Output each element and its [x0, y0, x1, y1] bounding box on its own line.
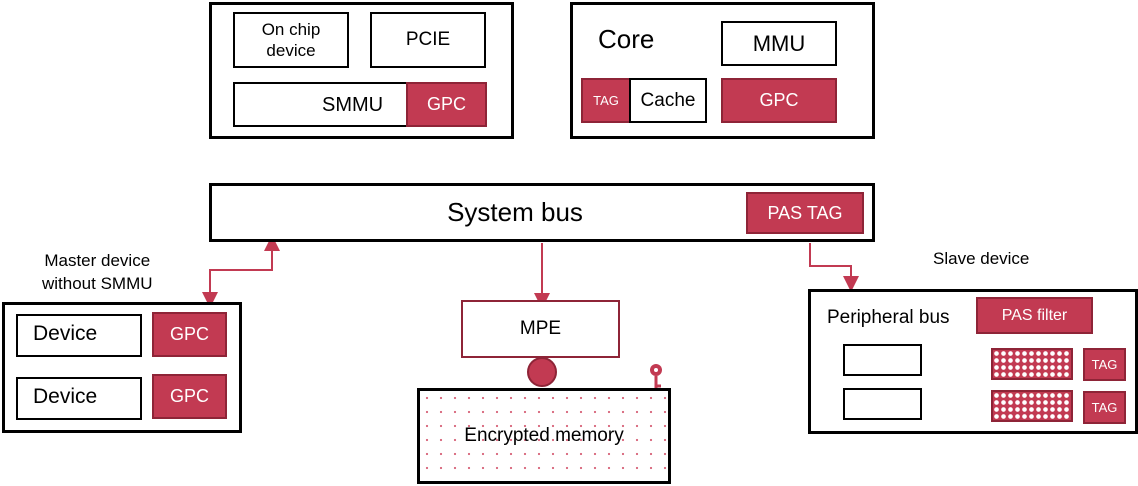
- system-bus-label: System bus: [447, 197, 583, 227]
- peripheral-bus-label: Peripheral bus: [827, 307, 950, 328]
- mpe-box: MPE: [461, 300, 620, 358]
- mmu-box: MMU: [721, 21, 837, 66]
- master-device-2: [16, 377, 142, 420]
- core-gpc-box: GPC: [721, 78, 837, 123]
- mpe-connector-node: [527, 357, 557, 387]
- master-caption: Master device without SMMU: [42, 251, 153, 293]
- on-chip-device-box: On chip device: [233, 12, 349, 68]
- cache-box: Cache: [629, 78, 707, 123]
- slave-tag-2: TAG: [1083, 391, 1126, 424]
- mmu-label: MMU: [752, 30, 806, 56]
- slave-caption: Slave device: [933, 249, 1030, 268]
- slave-slot-1: [843, 344, 922, 376]
- slave-tag-2-label: TAG: [1091, 400, 1118, 415]
- slave-protected-region-1: [991, 348, 1073, 380]
- slave-tag-1: TAG: [1083, 348, 1126, 381]
- smmu-label: SMMU: [322, 94, 384, 116]
- on-chip-device-label: On chip device: [261, 20, 321, 60]
- pas-tag-box: PAS TAG: [746, 192, 864, 234]
- pas-tag-label: PAS TAG: [767, 202, 843, 223]
- bus-to-slave-arrow: [809, 243, 859, 292]
- master-device-2-gpc-label: GPC: [169, 386, 209, 406]
- encrypted-memory-label: Encrypted memory: [464, 425, 624, 446]
- pcie-label: PCIE: [405, 29, 451, 50]
- pas-filter-box: PAS filter: [976, 297, 1093, 334]
- core-gpc-label: GPC: [759, 90, 799, 110]
- slave-tag-1-label: TAG: [1091, 357, 1118, 372]
- master-device-1-gpc-label: GPC: [169, 324, 209, 344]
- pcie-box: PCIE: [370, 12, 486, 68]
- master-bus-arrow-down: [202, 255, 273, 308]
- mpe-label: MPE: [519, 318, 562, 339]
- cache-label: Cache: [640, 89, 696, 111]
- cache-tag-label: TAG: [593, 93, 619, 108]
- master-device-1-label: Device: [33, 322, 98, 345]
- master-bus-arrow-up: [209, 235, 280, 280]
- pas-filter-label: PAS filter: [1001, 306, 1068, 324]
- master-device-1: [16, 314, 142, 357]
- slave-slot-2: [843, 388, 922, 420]
- smmu-gpc-box: GPC: [406, 82, 487, 127]
- master-device-2-gpc: GPC: [152, 374, 227, 419]
- cache-tag-box: TAG: [581, 78, 631, 123]
- master-device-2-label: Device: [33, 385, 98, 408]
- slave-protected-region-2: [991, 390, 1073, 422]
- smmu-gpc-label: GPC: [426, 94, 466, 114]
- core-title: Core: [598, 24, 655, 54]
- master-device-1-gpc: GPC: [152, 312, 227, 357]
- encrypted-memory-box: Encrypted memory: [417, 388, 671, 484]
